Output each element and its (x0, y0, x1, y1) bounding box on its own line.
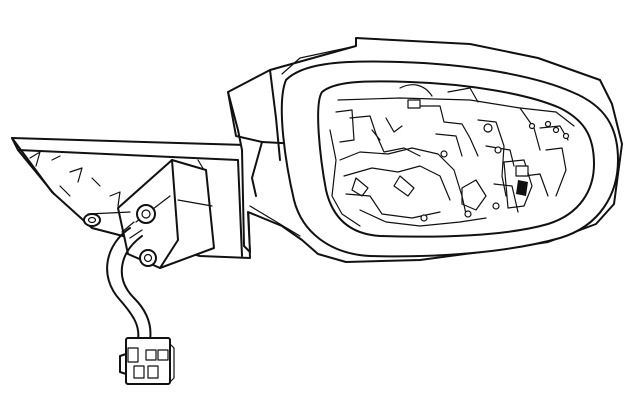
internal-mechanism (329, 84, 575, 227)
wiring-harness (106, 221, 152, 341)
mounting-arm (83, 159, 215, 269)
electrical-connector (119, 337, 175, 385)
mirror-frame (280, 60, 619, 258)
